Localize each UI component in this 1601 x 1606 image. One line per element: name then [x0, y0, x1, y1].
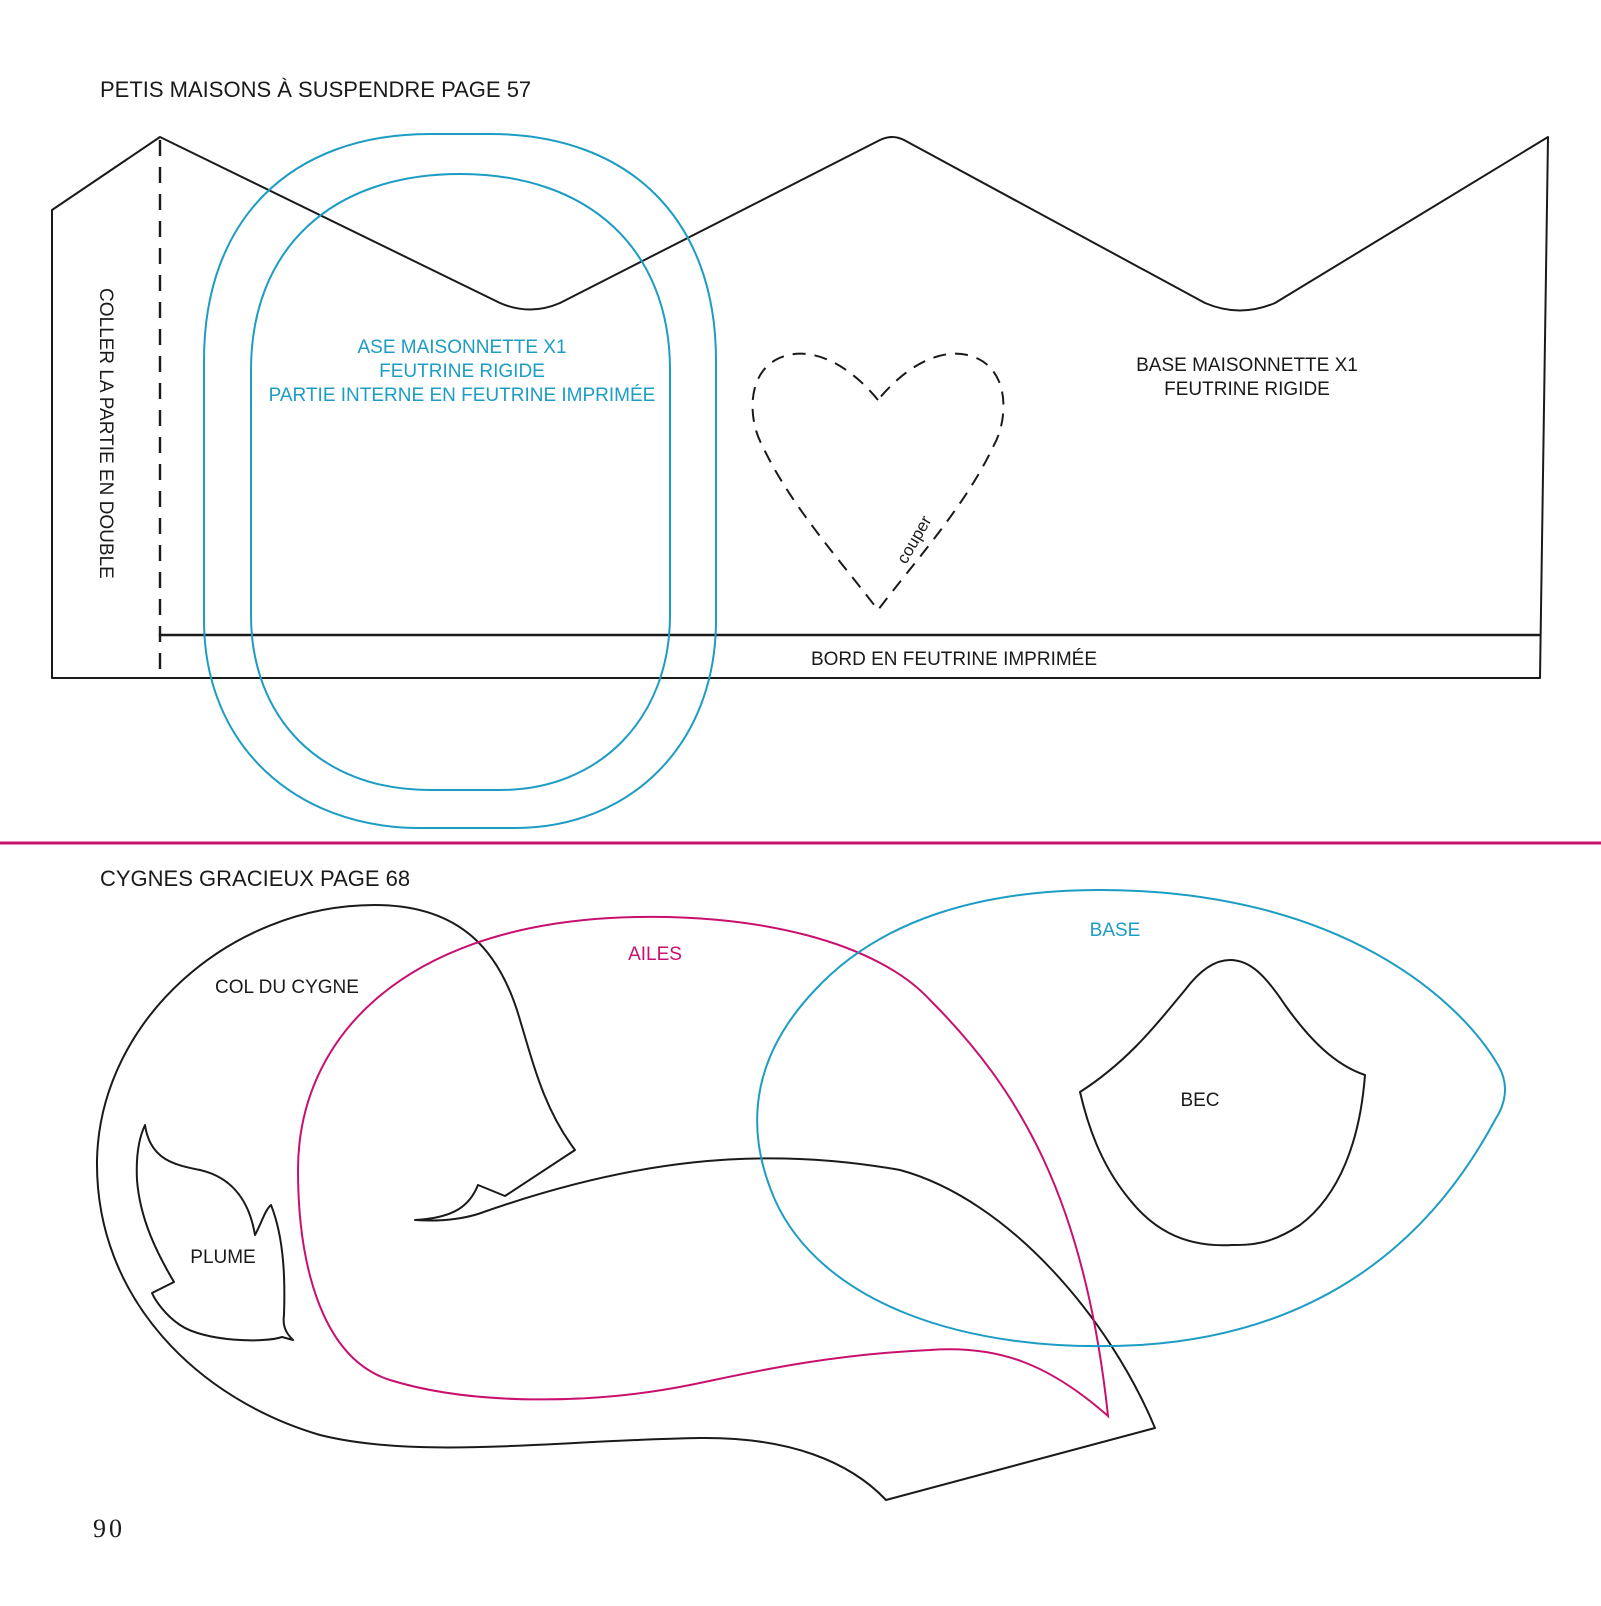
base-label-line-1: BASE MAISONNETTE X1 [1136, 355, 1358, 376]
neck-label: COL DU CYGNE [215, 977, 359, 998]
oval-label-line-1: ASE MAISONNETTE X1 [357, 337, 566, 358]
section-title-houses: PETIS MAISONS À SUSPENDRE PAGE 57 [100, 77, 531, 102]
heart-cutout [751, 352, 1005, 612]
house-outline [51, 136, 1549, 679]
section-title-swans: CYGNES GRACIEUX PAGE 68 [100, 866, 410, 891]
page-number: 90 [93, 1514, 125, 1543]
feather-outline [135, 1124, 294, 1342]
wings-label: AILES [628, 944, 682, 965]
base-label-line-2: FEUTRINE RIGIDE [1164, 379, 1330, 400]
beak-label: BEC [1180, 1090, 1219, 1111]
swan-base-outline [756, 888, 1506, 1348]
cut-label: couper [893, 512, 936, 567]
oval-label-line-2: FEUTRINE RIGIDE [379, 361, 545, 382]
swan-neck-outline [95, 904, 1156, 1501]
wings-outline [296, 915, 1110, 1419]
base-label: BASE [1090, 920, 1141, 941]
oval-label-line-3: PARTIE INTERNE EN FEUTRINE IMPRIMÉE [269, 385, 656, 406]
feather-label: PLUME [190, 1247, 255, 1268]
inner-base-oval [250, 172, 671, 791]
outer-base-oval [203, 133, 717, 829]
border-label: BORD EN FEUTRINE IMPRIMÉE [811, 649, 1097, 670]
glue-double-label: COLLER LA PARTIE EN DOUBLE [95, 288, 116, 579]
beak-outline [1079, 959, 1366, 1247]
